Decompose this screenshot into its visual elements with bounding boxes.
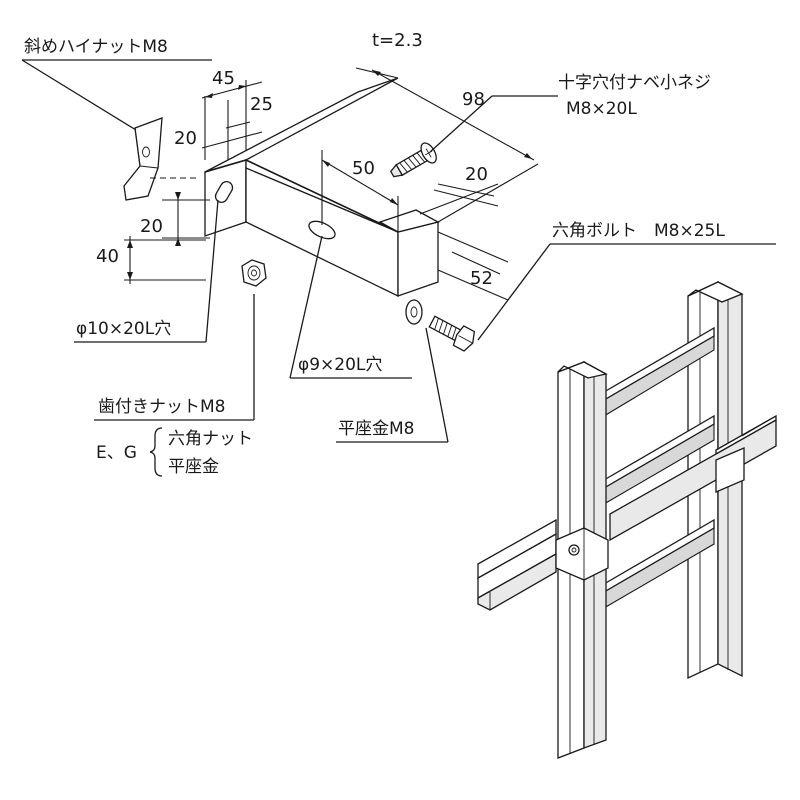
hex-bolt-label: 六角ボルト M8×25L bbox=[552, 221, 725, 241]
hole-9x20-label: φ9×20L穴 bbox=[298, 355, 382, 375]
eg-brace-mark bbox=[149, 427, 163, 477]
dimension-40: 40 bbox=[96, 236, 206, 284]
dim-45-value: 45 bbox=[212, 68, 235, 89]
thickness-label: t=2.3 bbox=[372, 30, 423, 51]
toothed-nut-label: 歯付きナットM8 bbox=[98, 397, 225, 417]
phillips-screw-leader bbox=[429, 95, 493, 153]
dimension-50: 50 bbox=[321, 150, 399, 232]
dimension-20-right: 20 bbox=[419, 164, 499, 215]
ladder-illustration bbox=[477, 280, 777, 759]
main-bracket bbox=[204, 77, 440, 298]
eg-hex-nut-label: 六角ナット bbox=[168, 429, 253, 449]
flat-washer-leader bbox=[425, 327, 449, 443]
flat-washer-part bbox=[405, 299, 423, 325]
diagonal-high-nut-part bbox=[123, 117, 198, 201]
dimension-45: 45 bbox=[201, 68, 263, 160]
dimension-25: 25 bbox=[225, 94, 273, 160]
hex-bolt-leader bbox=[477, 243, 551, 341]
flat-washer-label: 平座金M8 bbox=[338, 419, 414, 439]
dim-25-value: 25 bbox=[250, 94, 273, 115]
dim-98-value: 98 bbox=[462, 89, 485, 110]
dimension-52: 52 bbox=[437, 231, 509, 301]
dim-20-right-value: 20 bbox=[465, 164, 488, 185]
phillips-screw-label-2: M8×20L bbox=[566, 99, 637, 119]
diagonal-nut-label: 斜めハイナットM8 bbox=[24, 37, 168, 57]
eg-prefix-label: E、G bbox=[96, 443, 137, 463]
dim-52-value: 52 bbox=[470, 268, 493, 289]
phillips-pan-screw bbox=[389, 142, 437, 178]
dimension-20-left: 20 bbox=[140, 192, 210, 246]
diagonal-nut-leader bbox=[21, 59, 137, 131]
hole-10x20-leader bbox=[205, 199, 219, 343]
dim-40-value: 40 bbox=[96, 246, 119, 267]
phillips-screw-label-1: 十字穴付ナベ小ネジ bbox=[558, 73, 711, 93]
dim-20-left-value: 20 bbox=[140, 216, 163, 237]
dimension-20-top: 20 bbox=[174, 128, 263, 149]
toothed-nut-part bbox=[241, 259, 267, 287]
dim-50-value: 50 bbox=[352, 158, 375, 179]
eg-flat-washer-label: 平座金 bbox=[168, 457, 219, 477]
dimension-98: 98 bbox=[355, 67, 539, 223]
hole-10x20-label: φ10×20L穴 bbox=[76, 319, 171, 339]
dim-20-top-value: 20 bbox=[174, 128, 197, 149]
hole-9x20-leader bbox=[289, 235, 323, 379]
hex-bolt-part bbox=[428, 315, 476, 352]
